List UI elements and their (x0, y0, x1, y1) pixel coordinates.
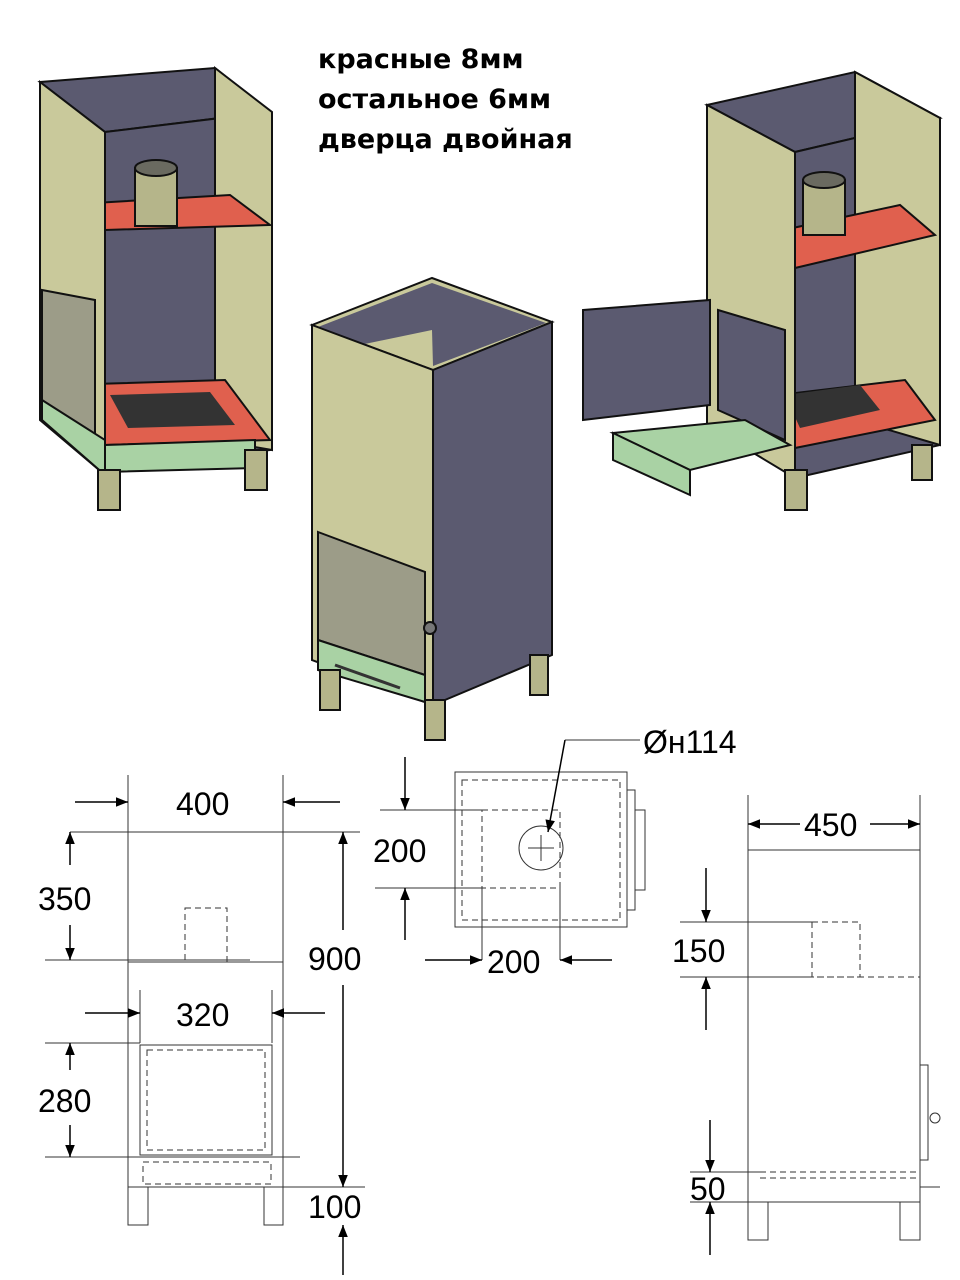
dim-pipe-diameter: Øн114 (643, 724, 737, 760)
door-latch (423, 621, 437, 635)
dim-top-350: 350 (38, 881, 91, 917)
note-red-thickness: красные 8мм (318, 44, 524, 75)
dim-hole-200-height: 200 (373, 833, 426, 869)
dim-hole-200-width: 200 (487, 944, 540, 980)
side-panel-dark (432, 320, 553, 707)
isometric-closed-view (309, 276, 555, 741)
isometric-cutaway-left (37, 65, 273, 511)
top-view-drawing: Øн114 200 200 (373, 724, 737, 980)
grate (785, 385, 880, 428)
note-double-door: дверца двойная (318, 124, 573, 155)
dim-door-320: 320 (176, 997, 229, 1033)
dim-depth-450: 450 (804, 807, 857, 843)
open-door (582, 298, 711, 422)
grate (110, 392, 235, 428)
isometric-open-view (582, 70, 943, 511)
note-other-thickness: остальное 6мм (318, 84, 551, 115)
flue-pipe (134, 167, 178, 227)
dim-drawer-50: 50 (690, 1171, 726, 1207)
front-view-drawing: 400 350 900 320 280 100 (38, 775, 365, 1275)
dim-door-280: 280 (38, 1083, 91, 1119)
flue-pipe (802, 179, 846, 236)
dim-height-900: 900 (308, 941, 361, 977)
dim-legs-100: 100 (308, 1189, 361, 1225)
material-notes: красные 8мм остальное 6мм дверца двойная (318, 44, 573, 155)
side-view-drawing: 450 150 50 (672, 795, 941, 1255)
dim-width-400: 400 (176, 786, 229, 822)
dim-pipe-150: 150 (672, 933, 725, 969)
